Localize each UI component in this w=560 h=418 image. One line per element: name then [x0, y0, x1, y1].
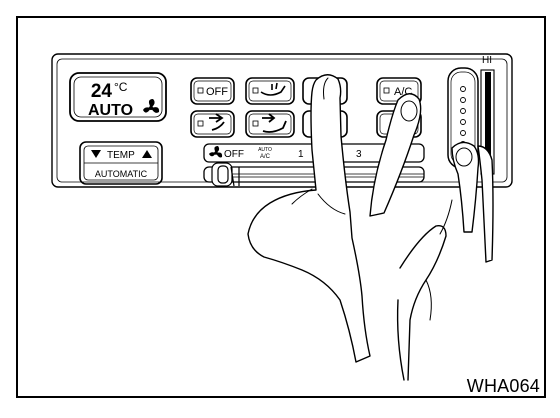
figure-code: WHA064 [466, 376, 540, 396]
display-temperature: 24 [91, 81, 113, 102]
display-unit: °C [114, 80, 128, 94]
defrost-foot-icon [260, 82, 286, 96]
temp-up-arrow-icon[interactable] [142, 150, 152, 158]
vent-face-icon [209, 113, 225, 131]
fan-speed-1: 1 [298, 149, 304, 160]
off-button[interactable]: OFF [190, 77, 235, 105]
fan-ac-label: A/C [260, 154, 271, 160]
temperature-indicator-leds [460, 86, 466, 147]
off-button-label: OFF [206, 86, 228, 98]
temp-down-arrow-icon[interactable] [91, 150, 101, 158]
ac-indicator-icon [383, 87, 390, 94]
off-indicator-icon [197, 87, 204, 94]
figure-frame [16, 16, 546, 398]
bi-level-mode-button[interactable] [245, 110, 295, 138]
fan-slider-knob[interactable] [211, 162, 240, 187]
hi-label: HI [482, 55, 492, 66]
temp-button[interactable]: TEMP AUTOMATIC [79, 141, 163, 185]
display-mode: AUTO [88, 102, 133, 119]
defrost-foot-mode-button[interactable] [245, 77, 295, 105]
temp-label: TEMP [107, 150, 135, 161]
fan-auto-label: AUTO [258, 147, 272, 153]
fan-off-icon [209, 146, 223, 158]
fan-speed-3: 3 [356, 149, 362, 160]
automatic-label: AUTOMATIC [95, 169, 148, 179]
hand-illustration [247, 74, 494, 381]
fan-off-label: OFF [224, 149, 244, 160]
display-panel: 24 °C AUTO [69, 72, 167, 122]
vent-mode-button[interactable] [190, 110, 235, 138]
bi-level-icon [262, 113, 287, 133]
fan-icon [143, 99, 160, 113]
